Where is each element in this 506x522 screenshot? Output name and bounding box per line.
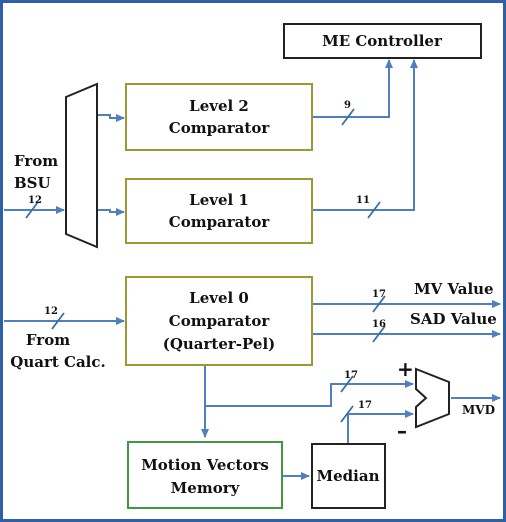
bus-slash-plus xyxy=(340,375,354,393)
level0-mode: (Quarter-Pel) xyxy=(163,335,276,353)
wire-level0-subtractor xyxy=(205,380,414,407)
level1-title: Level 1 xyxy=(189,191,249,209)
bus-slash-level2 xyxy=(341,108,355,126)
bus-width-plus: 17 xyxy=(344,370,358,381)
wire-mux-level2 xyxy=(97,114,125,122)
bus-slash-sad xyxy=(372,325,386,343)
from-bsu-line1: From xyxy=(14,152,58,170)
from-quart-line2: Quart Calc. xyxy=(10,353,105,371)
level1-subtitle: Comparator xyxy=(169,213,271,231)
level0-subtitle: Comparator xyxy=(169,312,271,330)
bus-slash-quart xyxy=(51,312,65,330)
plus-sign: + xyxy=(397,357,414,381)
bus-width-level2: 9 xyxy=(344,100,351,111)
bus-slash-mv xyxy=(372,295,386,313)
bus-width-level1: 11 xyxy=(356,195,370,206)
bus-width-bsu: 12 xyxy=(28,195,42,206)
level0-comparator-block xyxy=(125,276,313,366)
mv-value-label: MV Value xyxy=(414,280,494,298)
level1-comparator-block xyxy=(125,178,313,244)
median-block xyxy=(311,443,386,509)
level2-subtitle: Comparator xyxy=(169,119,271,137)
bus-width-quart: 12 xyxy=(44,306,58,317)
minus-sign: – xyxy=(397,419,407,443)
multiplexer xyxy=(65,82,98,249)
subtractor xyxy=(415,367,450,429)
bus-slashes xyxy=(25,108,386,423)
wire-level2-controller xyxy=(312,59,393,118)
level2-title: Level 2 xyxy=(189,97,249,115)
me-controller-block xyxy=(283,23,482,59)
from-bsu-line2: BSU xyxy=(14,174,51,192)
bus-width-minus: 17 xyxy=(358,400,372,411)
memory-subtitle: Memory xyxy=(171,479,241,497)
wire-level1-controller xyxy=(312,59,418,211)
sad-value-label: SAD Value xyxy=(410,310,497,328)
bus-slash-level1 xyxy=(367,201,381,219)
bus-slash-bsu xyxy=(25,201,39,219)
bus-width-mv: 17 xyxy=(372,289,386,300)
level2-comparator-block xyxy=(125,83,313,151)
bus-slash-minus xyxy=(340,405,354,423)
mvd-label: MVD xyxy=(462,403,495,417)
motion-vectors-memory-block xyxy=(127,441,283,509)
wire-mux-level1 xyxy=(97,208,125,216)
median-label: Median xyxy=(317,467,380,485)
from-quart-line1: From xyxy=(26,331,70,349)
memory-title: Motion Vectors xyxy=(141,456,269,474)
me-controller-label: ME Controller xyxy=(322,32,443,50)
bus-width-sad: 16 xyxy=(372,319,386,330)
level0-title: Level 0 xyxy=(189,289,249,307)
